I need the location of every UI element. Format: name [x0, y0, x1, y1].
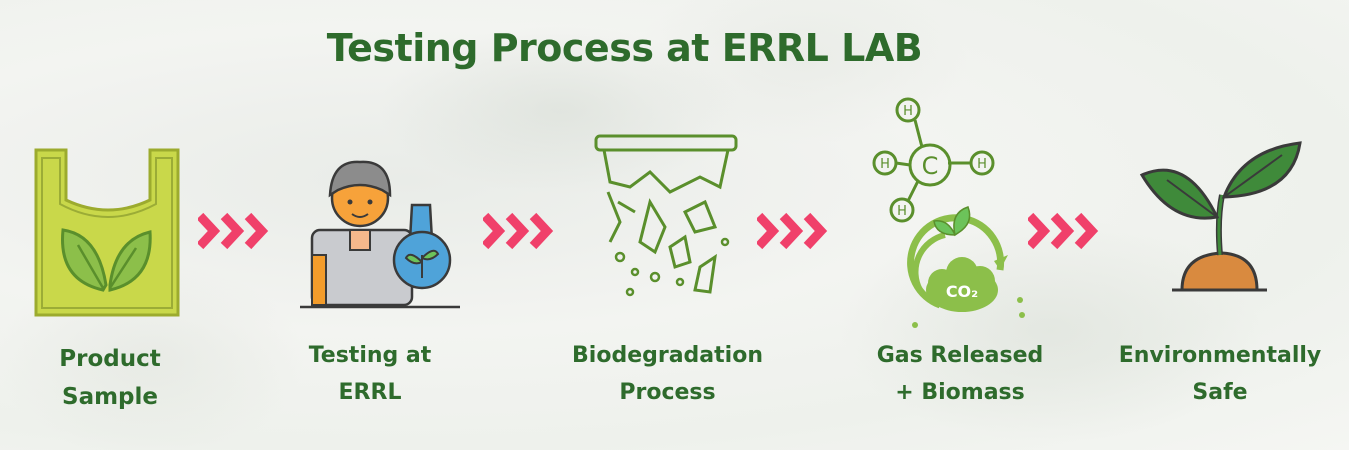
chevron-arrows-icon	[757, 212, 828, 250]
hydrogen-label: H	[903, 104, 913, 119]
sprout-icon	[1139, 141, 1302, 292]
carbon-label: C	[922, 152, 939, 180]
scientist-icon	[300, 160, 460, 309]
co2-label: CO₂	[946, 282, 978, 301]
chevron-arrows-icon	[483, 212, 554, 250]
hydrogen-label: H	[880, 157, 890, 172]
step-label-line: Process	[619, 380, 716, 405]
step-label-biodegradation: Biodegradation Process	[560, 337, 775, 411]
co2-methane-icon: C H H H H CO₂	[872, 97, 1025, 328]
degrading-bag-icon	[594, 134, 738, 297]
chevron-arrows-icon	[1028, 212, 1099, 250]
step-label-line: ERRL	[338, 380, 402, 405]
step-label-line: Environmentally	[1118, 343, 1322, 368]
chevron-arrows-icon	[198, 212, 269, 250]
step-label-testing: Testing at ERRL	[285, 337, 455, 411]
step-label-environmentally-safe: Environmentally Safe	[1100, 337, 1340, 411]
step-label-gas-released: Gas Released + Biomass	[855, 337, 1065, 411]
step-label-line: Biodegradation	[572, 343, 763, 368]
step-label-line: + Biomass	[895, 380, 1025, 405]
hydrogen-label: H	[897, 204, 907, 219]
step-label-line: Product	[59, 346, 161, 372]
step-label-line: Testing at	[308, 343, 432, 368]
step-label-line: Safe	[1192, 380, 1248, 405]
step-label-line: Gas Released	[876, 343, 1044, 368]
hydrogen-label: H	[977, 157, 987, 172]
step-label-line: Sample	[62, 384, 158, 410]
diagram-title: Testing Process at ERRL LAB	[326, 26, 923, 70]
plastic-bag-leaf-icon	[34, 148, 180, 317]
step-label-product-sample: Product Sample	[20, 340, 200, 416]
